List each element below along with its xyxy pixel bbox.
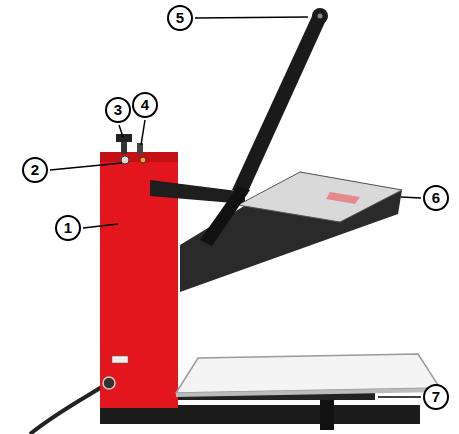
power-cord	[30, 383, 108, 434]
leader-line	[83, 224, 118, 228]
callout-number: 1	[55, 215, 81, 241]
leader-line	[401, 197, 421, 198]
callout-number: 2	[22, 157, 48, 183]
callout-number: 4	[132, 92, 158, 118]
leader-line	[50, 163, 122, 170]
lever-handle	[312, 8, 328, 24]
callout-number: 5	[167, 5, 193, 31]
lever-hole	[318, 14, 323, 19]
callout-number: 3	[105, 97, 131, 123]
callout-number: 7	[423, 384, 449, 410]
leader-line	[195, 17, 308, 18]
leader-line	[141, 120, 145, 145]
platen-sticker	[326, 192, 360, 204]
knob	[116, 134, 132, 142]
indicator	[121, 156, 129, 164]
lower-platen	[176, 354, 440, 393]
leader-lines	[50, 17, 421, 397]
base-foot	[320, 400, 334, 430]
lever-arm	[232, 14, 326, 196]
sticker	[112, 356, 128, 363]
upper-platen-top	[238, 172, 402, 222]
lever-link	[200, 186, 250, 246]
leader-line	[119, 125, 123, 137]
knob-stem	[137, 143, 143, 154]
lower-platen-edge	[176, 388, 440, 397]
power-socket	[103, 377, 115, 389]
callout-number: 6	[423, 185, 449, 211]
knob-stem	[121, 140, 127, 154]
leader-line	[378, 396, 421, 398]
upper-platen-underside	[180, 172, 402, 292]
indicator	[140, 157, 146, 163]
